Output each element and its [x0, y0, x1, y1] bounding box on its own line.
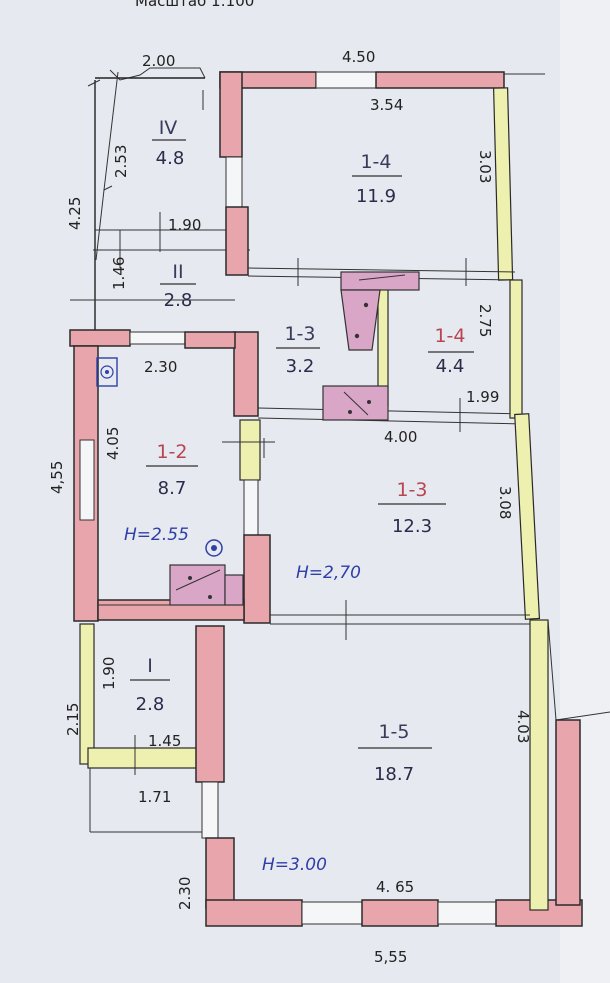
room-1-5-walls: [195, 619, 610, 927]
dim-2-15: 2.15: [64, 703, 82, 736]
dim-1-90-b: 1.90: [100, 657, 118, 690]
room-1-5-area: 18.7: [374, 764, 414, 785]
room-1-3-small-area: 3.2: [286, 356, 315, 377]
room-1-2-number: 1-2: [156, 441, 187, 463]
room-ii-area: 2.8: [164, 290, 193, 311]
room-1-3-number: 1-3: [396, 479, 427, 501]
dim-2-30: 2.30: [144, 358, 177, 376]
room-1-3-area: 12.3: [392, 516, 432, 537]
room-1-3-small-number: 1-3: [284, 323, 315, 345]
room-1-4-small-number: 1-4: [434, 325, 465, 347]
middle-block: [233, 271, 526, 432]
dim-4-55: 4,55: [48, 461, 66, 494]
height-label-1-2: H=2.55: [124, 525, 189, 545]
dim-2-53: 2.53: [112, 145, 130, 178]
dim-4-50: 4.50: [342, 48, 375, 66]
dim-3-54: 3.54: [370, 96, 403, 114]
dim-1-90: 1.90: [168, 216, 201, 234]
gas-meter-icon: [205, 539, 223, 557]
dim-4-25: 4.25: [66, 197, 84, 230]
dim-2-00: 2.00: [142, 52, 175, 70]
height-label-1-5: H=3.00: [262, 855, 327, 875]
dim-1-45: 1.45: [148, 732, 181, 750]
room-i-number: I: [147, 655, 153, 677]
dim-4-03: 4.03: [514, 710, 532, 743]
room-1-2-area: 8.7: [158, 478, 187, 499]
dim-5-55: 5,55: [374, 948, 407, 966]
room-i-area: 2.8: [136, 694, 165, 715]
vent-icon: [96, 357, 118, 387]
room-1-3-walls: [270, 413, 541, 640]
dimension-labels: 2.00 4.50 3.54 2.53 4.25 3.03 1.90 1.46 …: [48, 48, 532, 966]
room-1-4-area: 11.9: [356, 186, 396, 207]
room-1-4-number: 1-4: [360, 151, 391, 173]
room-1-5-number: 1-5: [378, 721, 409, 743]
room-iv-number: IV: [159, 117, 178, 139]
dim-4-00: 4.00: [384, 428, 417, 446]
room-I-walls: [79, 623, 212, 833]
ceiling-heights: H=2.55 H=2,70 H=3.00: [124, 525, 361, 875]
room-iv-area: 4.8: [156, 148, 185, 169]
room-1-4-small-area: 4.4: [436, 356, 465, 377]
dim-1-46: 1.46: [110, 257, 128, 290]
dim-1-71: 1.71: [138, 788, 171, 806]
dim-3-08: 3.08: [496, 486, 514, 519]
height-label-1-3: H=2,70: [296, 563, 361, 583]
dim-1-99: 1.99: [466, 388, 499, 406]
room-ii-number: II: [172, 261, 183, 283]
annex-outline: [70, 67, 250, 330]
dim-4-65: 4. 65: [376, 878, 414, 896]
dim-3-03: 3.03: [476, 150, 494, 183]
dim-4-05: 4.05: [104, 427, 122, 460]
room-1-2-walls: [69, 329, 275, 624]
dim-2-30-b: 2.30: [176, 877, 194, 910]
top-wall: [219, 71, 545, 286]
scale-note: Масштаб 1:100: [135, 0, 254, 10]
room-labels: IV 4.8 II 2.8 I 2.8 1-4 11.9 1-3 3.2 1-4…: [130, 117, 474, 785]
dim-2-75: 2.75: [476, 304, 494, 337]
